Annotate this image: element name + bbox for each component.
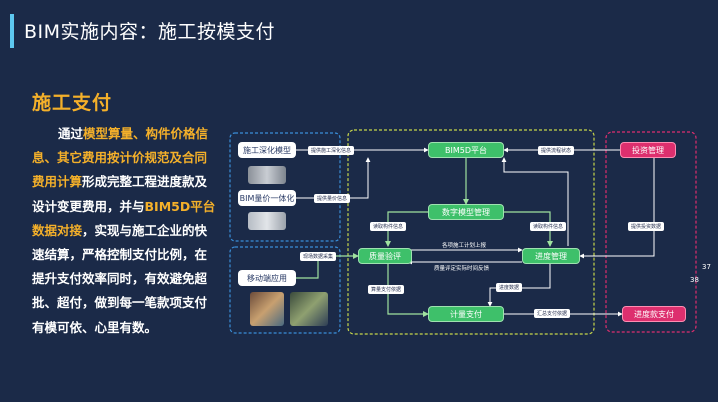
- node-construction-model: 施工深化模型: [238, 142, 296, 158]
- label-read-component-left: 读取构件信息: [370, 222, 407, 231]
- body-text-segment: ，实现与施工企业的快速结算，严格控制支付比例，在提升支付效率同时，有效避免超批、…: [32, 222, 208, 335]
- label-summary-basis: 汇总支付依据: [534, 309, 571, 318]
- label-provide-process: 提供流程状态: [538, 146, 575, 155]
- mobile-photo-2: [290, 292, 328, 326]
- node-bim-price: BIM量价一体化: [238, 190, 296, 206]
- group-frame-platform: [347, 129, 595, 335]
- node-mobile-app: 移动端应用: [238, 270, 296, 286]
- label-field-data: 现场数据采集: [300, 252, 337, 261]
- body-text-segment: 通过: [58, 126, 84, 141]
- page-title: BIM实施内容：施工按模支付: [24, 21, 276, 43]
- node-payment: 计量支付: [428, 306, 504, 322]
- title-bar: BIM实施内容：施工按模支付: [10, 14, 344, 48]
- price-model-image: [248, 212, 286, 230]
- page-number-37: 37: [702, 263, 711, 271]
- label-provide-model-info: 提供施工深化信息: [308, 146, 355, 155]
- payment-flow-diagram: 施工深化模型 BIM量价一体化 移动端应用 BIM5D平台 数字模型管理 质量验…: [228, 128, 704, 336]
- label-provide-price-info: 提供量价信息: [314, 194, 351, 203]
- node-progress-pay: 进度款支付: [622, 306, 686, 322]
- node-invest: 投资管理: [620, 142, 676, 158]
- body-highlight: BIM5D平台数据对接: [32, 198, 216, 238]
- label-read-component-right: 读取构件信息: [530, 222, 567, 231]
- group-frame-model: [229, 132, 341, 242]
- group-frame-invest: [605, 131, 697, 333]
- mobile-photo-1: [250, 292, 284, 326]
- node-bim5d: BIM5D平台: [428, 142, 504, 158]
- label-payment-basis: 算量支付依据: [368, 285, 405, 294]
- section-title: 施工支付: [32, 92, 113, 114]
- label-plan-report: 各项施工计划上报: [442, 243, 487, 249]
- label-progress-data: 进度数据: [496, 283, 523, 292]
- body-text-segment: 形成完整工程进度款及设计变更费用，并与: [32, 174, 208, 214]
- label-invest-data: 提供投资数据: [628, 222, 665, 231]
- page-number-38: 38: [690, 276, 699, 284]
- node-progress: 进度管理: [522, 248, 580, 264]
- model-render-image: [248, 166, 286, 184]
- body-paragraph: 通过模型算量、构件价格信息、其它费用按计价规范及合同费用计算形成完整工程进度款及…: [32, 122, 216, 340]
- node-quality: 质量验评: [358, 248, 412, 264]
- node-digital-model: 数字模型管理: [428, 204, 504, 220]
- label-actual-feedback: 质量评定实际时间反馈: [434, 266, 490, 272]
- body-highlight: 模型算量、构件价格信息、其它费用按计价规范及合同费用计算: [32, 126, 209, 190]
- group-frame-mobile: [229, 246, 341, 334]
